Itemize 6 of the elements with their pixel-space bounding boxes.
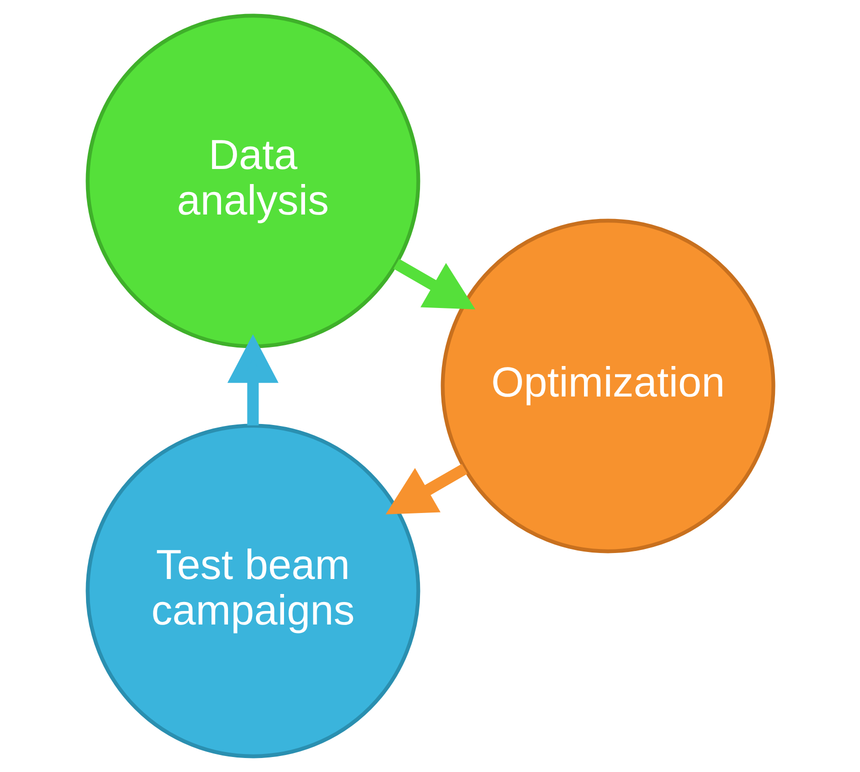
arrow	[393, 258, 475, 310]
node-circle: Data analysis	[85, 14, 420, 348]
arrow	[226, 334, 278, 426]
arrow	[385, 464, 467, 514]
node-circle: Optimization	[440, 218, 775, 554]
node-circle: Test beam campaigns	[85, 424, 420, 758]
